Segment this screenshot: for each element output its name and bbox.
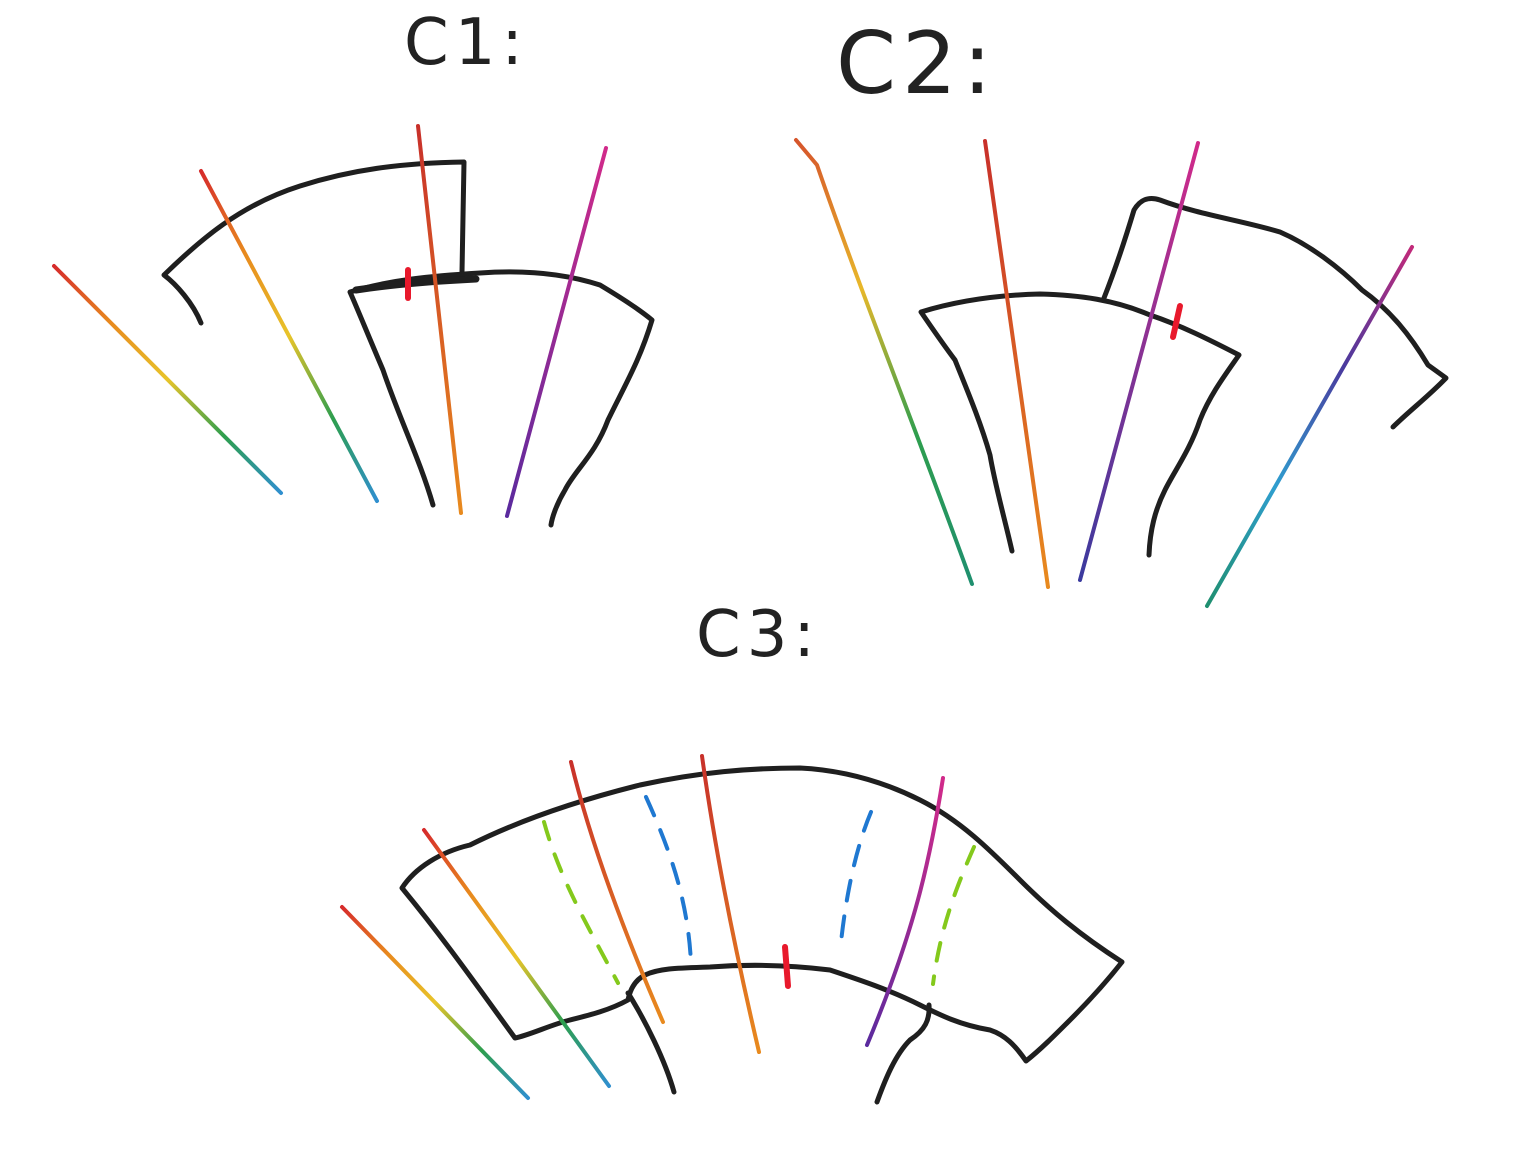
c3-left-leg xyxy=(625,990,677,1095)
c3-line-red-orange-left xyxy=(569,760,665,1024)
c1-outer-arc xyxy=(161,159,467,326)
c2-line-red-orange xyxy=(983,139,1050,589)
c3-dash-green-left xyxy=(542,820,620,985)
c3-dash-blue-left xyxy=(644,795,693,965)
c1-inner-seam xyxy=(352,275,480,294)
c3-dash-blue-right xyxy=(838,810,873,954)
c1-sketch xyxy=(52,124,655,528)
c3-line-rainbow-left xyxy=(422,828,611,1088)
c2-line-magenta-indigo xyxy=(1078,141,1200,582)
c1-line-magenta-violet xyxy=(505,146,608,518)
c2-outer-arc xyxy=(1101,195,1449,430)
c1-inner-block xyxy=(347,269,655,528)
c1-line-rainbow-left xyxy=(52,264,283,495)
c2-inner-block xyxy=(918,291,1242,558)
c2-line-orange-green xyxy=(794,138,974,586)
c3-sketch xyxy=(340,754,1125,1105)
c3-line-magenta-violet xyxy=(865,776,945,1047)
c3-line-red-orange-center xyxy=(700,754,761,1054)
label-c2: C2: xyxy=(836,14,998,114)
c3-outer-band xyxy=(399,765,1125,1064)
c3-line-rainbow-far-left xyxy=(340,905,530,1100)
c2-red-tick xyxy=(1170,303,1183,340)
c3-right-leg xyxy=(874,1002,932,1105)
c3-dash-green-right xyxy=(931,845,976,986)
c2-line-purple-teal xyxy=(1205,245,1414,608)
c3-red-tick xyxy=(782,944,791,989)
c2-sketch xyxy=(794,138,1449,608)
c1-line-red-orange xyxy=(416,124,463,515)
label-c3: C3: xyxy=(696,598,821,672)
label-c1: C1: xyxy=(404,6,529,80)
c1-line-rainbow-mid xyxy=(199,169,379,503)
